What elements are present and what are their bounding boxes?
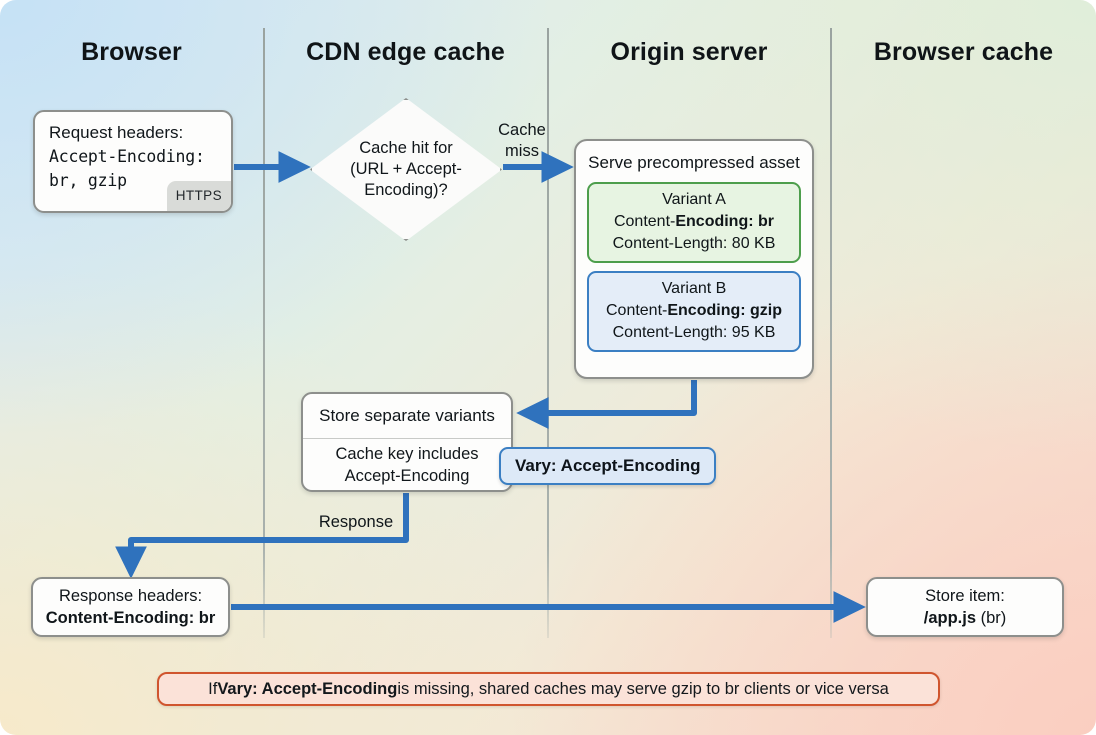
request-line-3: br, gzip bbox=[49, 171, 127, 190]
variant-b-title: Variant B bbox=[661, 280, 727, 297]
lane-divider-2 bbox=[547, 28, 549, 638]
origin-heading: Serve precompressed asset bbox=[588, 153, 800, 172]
variant-a-encoding: Content-Encoding: br bbox=[595, 211, 793, 233]
lane-title-browser: Browser bbox=[81, 38, 182, 66]
variant-b-encoding-value: : gzip bbox=[740, 302, 783, 319]
arrow-origin-to-store bbox=[516, 380, 697, 429]
variant-b-length: Content-Length: 95 KB bbox=[612, 324, 776, 341]
note-bold: Vary: Accept-Encoding bbox=[217, 679, 398, 698]
lane-divider-3 bbox=[830, 28, 832, 638]
edge-label-cache-miss: Cache miss bbox=[487, 120, 557, 162]
note-prefix: If bbox=[208, 679, 218, 698]
decision-line-2: (URL + Accept- bbox=[350, 160, 462, 178]
https-badge: HTTPS bbox=[166, 181, 231, 211]
lane-title-cdn: CDN edge cache bbox=[306, 38, 505, 66]
cache-miss-line-1: Cache bbox=[498, 121, 546, 139]
response-headers-box[interactable]: Response headers: Content-Encoding: br bbox=[31, 577, 230, 637]
variant-a-card[interactable]: Variant A Content-Encoding: br Content-L… bbox=[587, 182, 801, 263]
footer-warning-note: If Vary: Accept-Encoding is missing, sha… bbox=[157, 672, 940, 706]
variant-b-encoding-prefix: Content- bbox=[605, 302, 668, 319]
response-line-1: Response headers: bbox=[58, 587, 203, 605]
variant-a-length: Content-Length: 80 KB bbox=[612, 235, 776, 252]
variant-b-encoding: Content-Encoding: gzip bbox=[595, 300, 793, 322]
lane-divider-1 bbox=[263, 28, 265, 638]
variant-a-encoding-prefix: Content- bbox=[613, 213, 676, 230]
origin-serve-asset-box[interactable]: Serve precompressed asset Variant A Cont… bbox=[574, 139, 814, 379]
variant-b-card[interactable]: Variant B Content-Encoding: gzip Content… bbox=[587, 271, 801, 352]
cache-hit-decision[interactable]: Cache hit for (URL + Accept- Encoding)? bbox=[310, 98, 502, 241]
note-suffix: is missing, shared caches may serve gzip… bbox=[397, 679, 889, 698]
store-line-1: Cache key includes bbox=[335, 444, 479, 463]
decision-line-1: Cache hit for bbox=[359, 139, 453, 157]
request-headers-box[interactable]: Request headers: Accept-Encoding: br, gz… bbox=[33, 110, 233, 213]
arrow-store-to-response bbox=[115, 493, 409, 579]
variant-a-encoding-key: Encoding bbox=[675, 213, 749, 230]
store-separate-variants-box[interactable]: Store separate variants Cache key includ… bbox=[301, 392, 513, 492]
lane-title-browser-cache: Browser cache bbox=[873, 38, 1054, 66]
cache-miss-line-2: miss bbox=[505, 142, 539, 160]
variant-a-title: Variant A bbox=[662, 191, 726, 208]
lane-title-origin: Origin server bbox=[610, 38, 768, 66]
store-item-path: /app.js bbox=[923, 609, 976, 627]
request-line-1: Request headers: bbox=[49, 123, 184, 142]
variant-a-encoding-value: : br bbox=[748, 213, 775, 230]
response-line-2: Content-Encoding: br bbox=[45, 609, 216, 627]
store-item-encoding: (br) bbox=[976, 609, 1007, 627]
request-line-2: Accept-Encoding: bbox=[49, 147, 205, 166]
decision-line-3: Encoding)? bbox=[364, 181, 448, 199]
vary-accept-encoding-badge[interactable]: Vary: Accept-Encoding bbox=[499, 447, 717, 485]
edge-label-response: Response bbox=[318, 513, 394, 531]
variant-b-encoding-key: Encoding bbox=[667, 302, 741, 319]
browser-cache-store-item-box[interactable]: Store item: /app.js (br) bbox=[866, 577, 1064, 637]
store-heading: Store separate variants bbox=[303, 394, 511, 439]
store-item-line-1: Store item: bbox=[925, 587, 1005, 605]
store-line-2: Accept-Encoding bbox=[344, 466, 470, 485]
